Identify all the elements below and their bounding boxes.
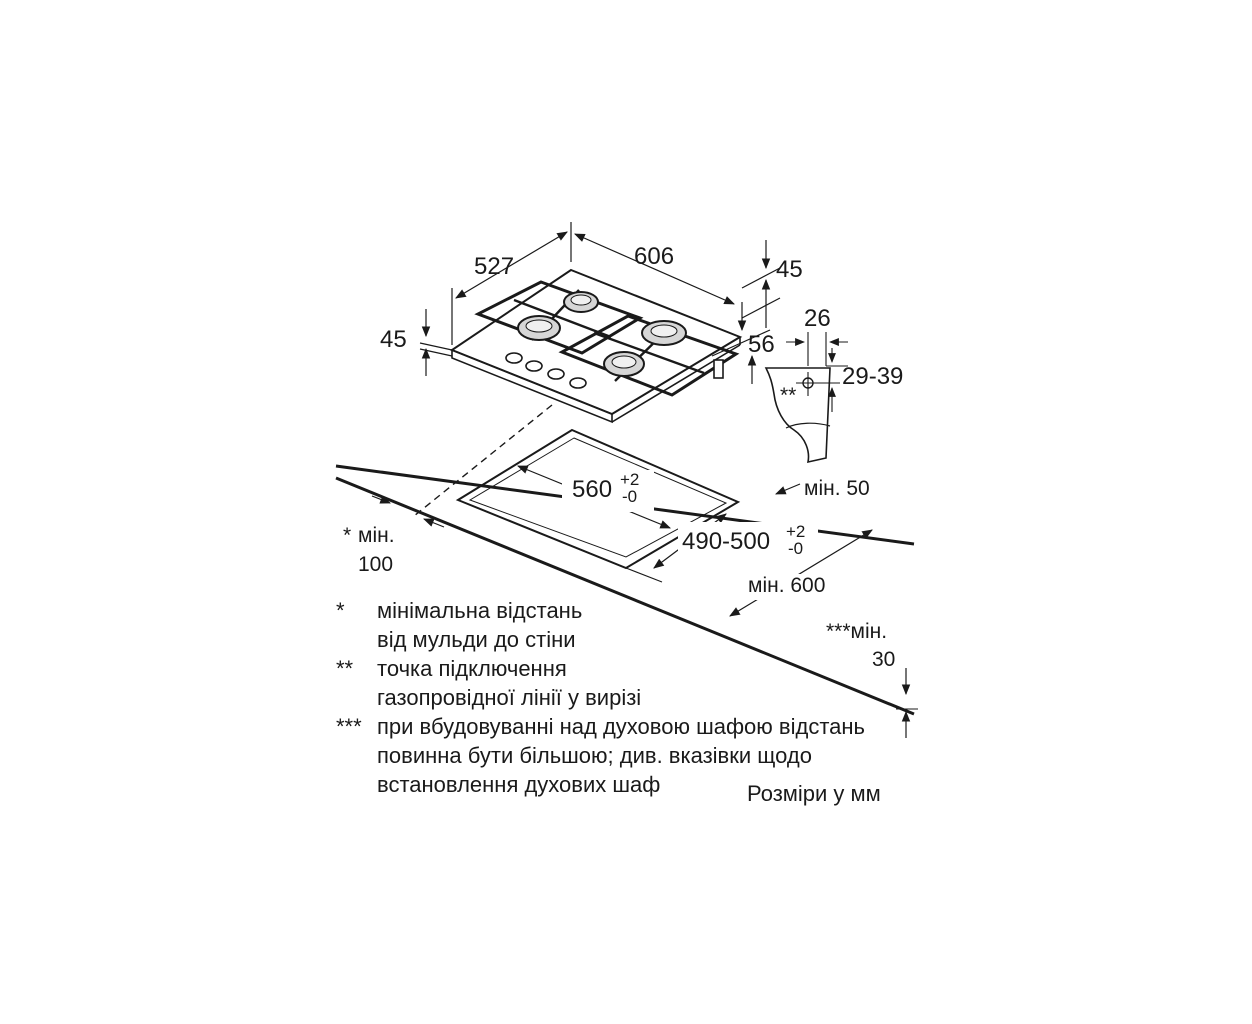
burner-back-left [563,291,599,313]
legend-mark-1: * [336,598,345,623]
legend: * мінімальна відстань від мульди до стін… [336,596,936,797]
dimension-560: 560 +2 -0 [516,465,672,529]
legend-mark-3: *** [336,714,362,739]
svg-text:мін. 600: мін. 600 [748,574,825,597]
legend-text: повинна бути більшою; див. вказівки щодо [377,743,812,768]
svg-text:606: 606 [634,243,674,270]
alignment-dashed-line [413,404,553,517]
dimension-56: 56 [711,302,775,384]
svg-text:56: 56 [748,331,775,358]
svg-text:-0: -0 [622,487,637,506]
svg-text:45: 45 [380,326,407,353]
units-note: Розміри у мм [747,781,881,806]
side-profile-detail: 26 29-39 ** [764,305,903,464]
gas-hob [449,268,743,424]
gas-connector [713,359,724,379]
control-knobs [505,352,587,389]
svg-text:*: * [343,524,351,547]
svg-text:45: 45 [776,256,803,283]
legend-text: при вбудовуванні над духовою шафою відст… [377,714,865,739]
svg-text:560: 560 [572,476,612,503]
legend-text: мінімальна відстань [377,598,583,623]
svg-text:490-500: 490-500 [682,528,770,555]
svg-text:***мін.: ***мін. [826,620,887,643]
svg-text:+2: +2 [620,470,639,489]
dimension-min-600: мін. 600 [729,529,873,617]
svg-text:26: 26 [804,305,831,332]
svg-text:100: 100 [358,553,393,576]
legend-text: від мульди до стіни [377,627,576,652]
dimension-606: 606 [574,233,735,305]
svg-text:**: ** [780,384,796,407]
dimension-45-right: 45 [741,240,803,328]
svg-text:527: 527 [474,253,514,280]
dimension-490-500: 490-500 +2 -0 [625,513,818,583]
burner-front-right [603,351,645,377]
dimension-min-30: ***мін. 30 [826,620,918,738]
svg-text:-0: -0 [788,539,803,558]
legend-text: газопровідної лінії у вирізі [377,685,642,710]
svg-text:30: 30 [872,648,895,671]
dimension-45-left: 45 [380,309,453,376]
burner-back-right [641,320,687,346]
dimension-min-100: * мін. 100 [343,495,445,576]
legend-mark-2: ** [336,656,354,681]
burner-front-left [517,315,561,341]
dimension-527: 527 [451,222,572,345]
legend-text: точка підключення [377,656,567,681]
svg-text:мін. 50: мін. 50 [804,477,870,500]
legend-text: встановлення духових шаф [377,772,661,797]
dimension-min-50: мін. 50 [775,477,870,500]
svg-text:29-39: 29-39 [842,363,903,390]
svg-text:мін.: мін. [358,524,395,547]
